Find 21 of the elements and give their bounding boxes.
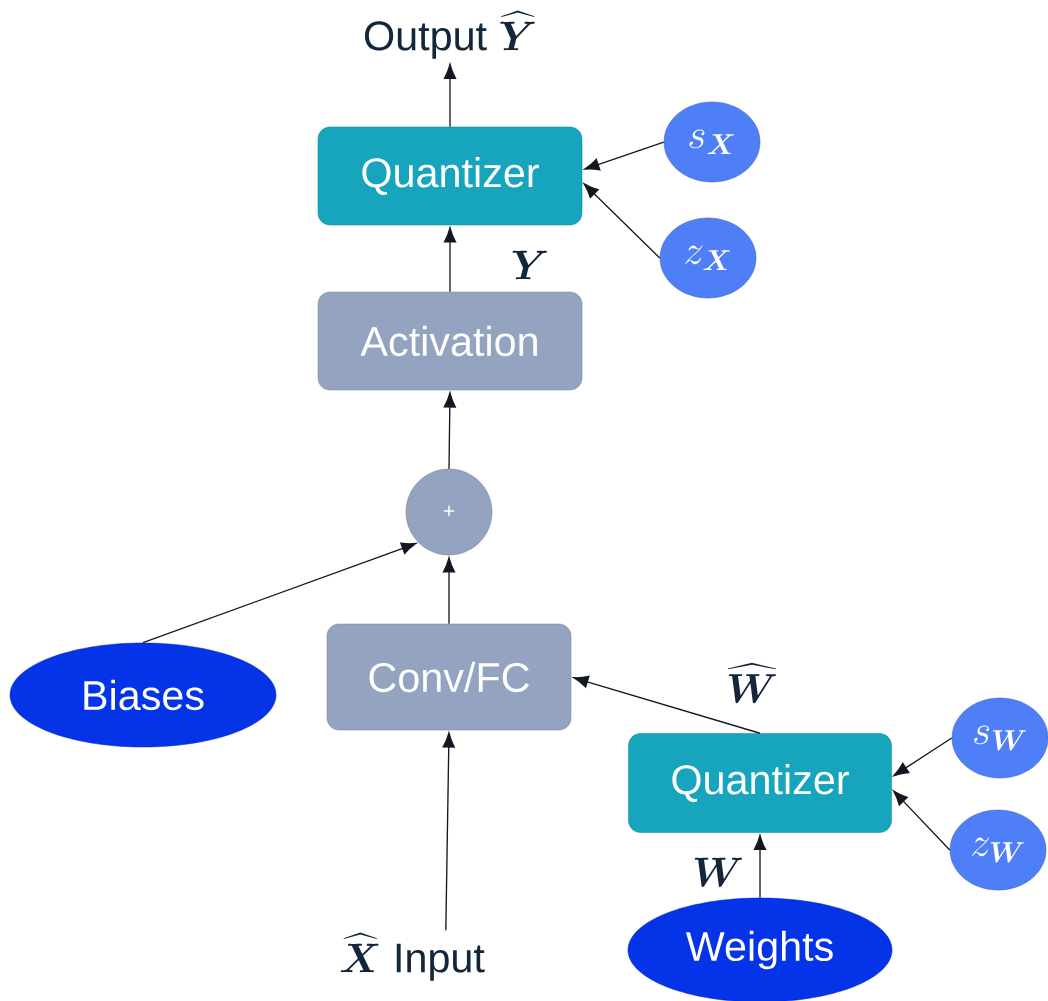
quantizer-box: Quantizer <box>628 733 892 833</box>
quantizer-box: Quantizer <box>317 126 583 226</box>
arrow <box>442 732 455 931</box>
process-box: Conv/FC <box>326 623 572 731</box>
edge-label: $\widehat{\boldsymbol{W}}$ <box>724 662 780 704</box>
process-box: Activation <box>317 291 583 391</box>
arrow <box>442 557 456 625</box>
text-label: Output $\widehat{\boldsymbol{Y}}$ <box>364 10 535 59</box>
edge-label: $\boldsymbol{Y}$ <box>509 249 551 281</box>
arrow <box>142 542 417 644</box>
text-label: $\widehat{\boldsymbol{X}}$ Input <box>340 932 485 981</box>
arrow <box>584 141 665 171</box>
arrow <box>443 63 457 128</box>
arrow <box>753 834 767 899</box>
arrow <box>583 183 661 259</box>
edge-label: $\boldsymbol{W}$ <box>690 856 746 888</box>
arrow <box>443 392 456 470</box>
arrow <box>892 790 951 851</box>
arrow <box>443 227 457 293</box>
arrow <box>893 737 953 777</box>
arrow <box>573 675 761 734</box>
